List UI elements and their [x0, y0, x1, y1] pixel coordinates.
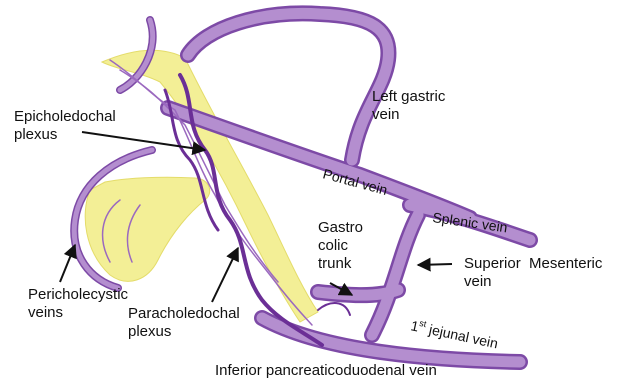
superior-mesenteric-vein-label: Superior Mesenteric vein — [464, 255, 602, 291]
paracholedochal-arrow — [212, 248, 238, 302]
epicholedochal-label: Epicholedochal plexus — [14, 108, 116, 144]
pericholecystic-veins-label: Pericholecystic veins — [28, 286, 128, 322]
gallbladder — [85, 177, 210, 281]
gastrocolic-trunk-label: Gastro colic trunk — [318, 219, 363, 273]
inferior-pancreaticoduodenal-vein-label: Inferior pancreaticoduodenal vein — [215, 362, 437, 380]
superior-mesenteric-arrow — [418, 264, 452, 265]
left-gastric-vein-label: Left gastric vein — [372, 88, 445, 124]
pericholecystic-arrow — [60, 245, 75, 282]
paracholedochal-plexus-label: Paracholedochal plexus — [128, 305, 240, 341]
jejunal-vein-label: 1st jejunal vein — [409, 316, 499, 351]
